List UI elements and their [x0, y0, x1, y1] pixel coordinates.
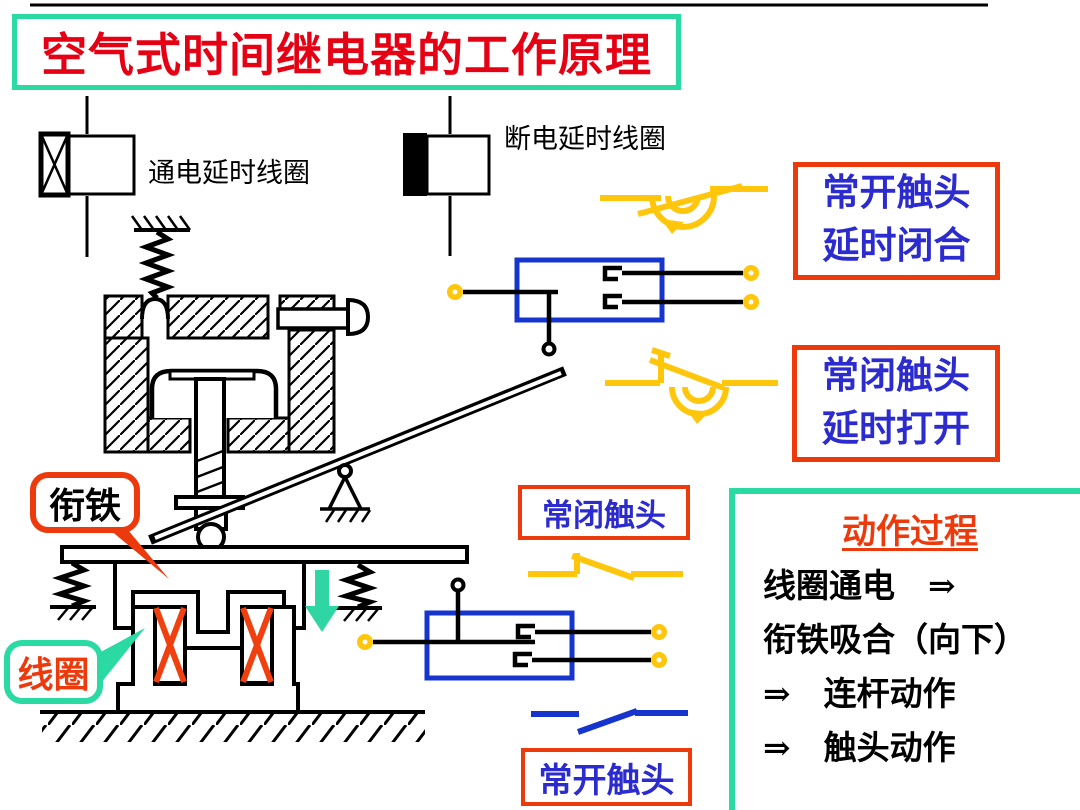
- on-delay-coil-label: 通电延时线圈: [148, 158, 310, 188]
- slide-title: 空气式时间继电器的工作原理: [41, 30, 652, 81]
- process-title: 动作过程: [842, 514, 978, 551]
- ground-hatch: [40, 710, 425, 742]
- nc-contact-icon: [528, 553, 683, 581]
- coil-callout: 线圈: [4, 640, 103, 704]
- armature-callout-tail: [98, 520, 169, 579]
- nc-instant-box: 常闭触头: [518, 485, 690, 540]
- off-delay-coil-icon: [403, 96, 491, 256]
- process-panel: 动作过程 线圈通电 ⇒ 衔铁吸合（向下） ⇒ 连杆动作 ⇒ 触头动作: [729, 488, 1080, 810]
- armature-plate: [60, 545, 469, 564]
- coil-callout-tail: [97, 628, 145, 683]
- no-delayed-close-box: 常开触头 延时闭合: [793, 162, 1000, 280]
- nc-instant-label: 常闭触头: [542, 498, 666, 533]
- no-contact-icon: [531, 708, 688, 735]
- piston-rod: [174, 377, 245, 552]
- no-delayed-close-icon: [600, 183, 768, 234]
- release-spring: [130, 215, 192, 300]
- coil-callout-label: 线圈: [17, 655, 90, 695]
- off-delay-coil-label: 断电延时线圈: [504, 124, 666, 154]
- air-chamber: [103, 294, 336, 454]
- return-spring-left: [50, 560, 96, 621]
- diaphragm: [149, 368, 279, 418]
- no-delayed-close-line2: 延时闭合: [822, 226, 971, 267]
- upper-microswitch: [447, 257, 759, 357]
- adjusting-screw: [276, 297, 371, 337]
- process-step-1: 线圈通电 ⇒: [763, 569, 956, 605]
- nc-delayed-open-line2: 延时打开: [822, 408, 970, 450]
- no-delayed-close-line1: 常开触头: [822, 173, 971, 215]
- lever: [148, 366, 567, 545]
- return-spring-right: [336, 562, 382, 622]
- nc-delayed-open-line1: 常闭触头: [822, 355, 970, 397]
- process-step-4: ⇒ 触头动作: [763, 730, 956, 767]
- lower-microswitch: [357, 577, 667, 681]
- slide-title-box: 空气式时间继电器的工作原理: [12, 14, 681, 90]
- nc-delayed-open-icon: [605, 347, 778, 424]
- process-step-2: 衔铁吸合（向下）: [763, 622, 1027, 659]
- no-instant-box: 常开触头: [521, 748, 692, 806]
- on-delay-coil-icon: [38, 96, 136, 257]
- no-instant-label: 常开触头: [538, 762, 675, 800]
- coil-winding-right: [240, 605, 274, 685]
- nc-delayed-open-box: 常闭触头 延时打开: [792, 345, 1000, 462]
- down-arrow-icon: [305, 570, 339, 632]
- process-step-3: ⇒ 连杆动作: [763, 676, 956, 713]
- coil-winding-left: [153, 605, 187, 685]
- armature-callout-label: 衔铁: [48, 485, 121, 526]
- lever-pivot: [320, 463, 372, 523]
- armature-callout: 衔铁: [30, 472, 140, 533]
